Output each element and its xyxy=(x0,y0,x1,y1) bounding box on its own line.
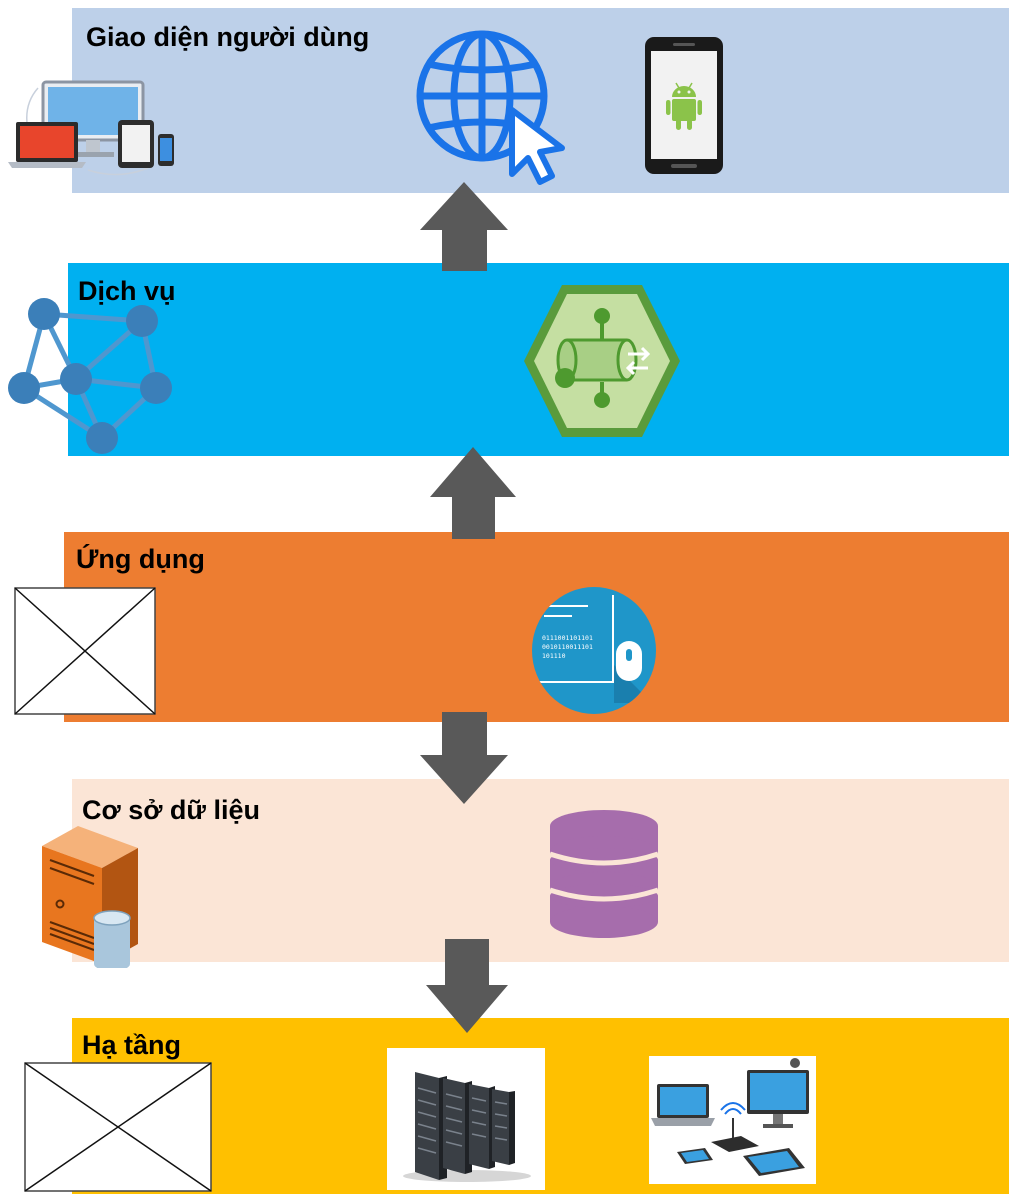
layer-service-title: Dịch vụ xyxy=(78,276,176,306)
layer-database-title: Cơ sở dữ liệu xyxy=(82,795,260,825)
layer-application-title: Ứng dụng xyxy=(76,544,205,574)
multi-device-icon xyxy=(8,80,174,176)
image-placeholder-icon xyxy=(14,587,156,715)
binary-line-3: 101110 xyxy=(542,652,566,660)
mouse-icon xyxy=(614,641,646,703)
server-rack-icon xyxy=(387,1048,545,1190)
arrow-down-application-to-database xyxy=(420,712,508,804)
server-database-icon xyxy=(42,826,138,968)
binary-panel xyxy=(532,595,614,683)
binary-line-1: 0111001101101 xyxy=(542,634,593,642)
arrow-up-service-to-ui xyxy=(420,182,508,271)
service-bus-icon xyxy=(524,285,680,437)
arrow-up-application-to-service xyxy=(430,447,516,539)
database-stack-icon xyxy=(549,810,659,938)
binary-line-2: 0010110011101 xyxy=(542,643,593,651)
android-phone-icon xyxy=(645,37,723,174)
layer-ui-title: Giao diện người dùng xyxy=(86,22,370,52)
globe-cursor-icon xyxy=(416,30,565,185)
layer-infrastructure-title: Hạ tầng xyxy=(82,1030,182,1060)
binary-mouse-icon: 0111001101101 0010110011101 101110 xyxy=(532,587,656,714)
layer-database xyxy=(72,779,1009,962)
image-placeholder-icon xyxy=(24,1062,212,1192)
network-graph-icon xyxy=(8,298,172,454)
network-devices-icon xyxy=(649,1056,816,1184)
arrow-down-database-to-infrastructure xyxy=(426,939,508,1033)
